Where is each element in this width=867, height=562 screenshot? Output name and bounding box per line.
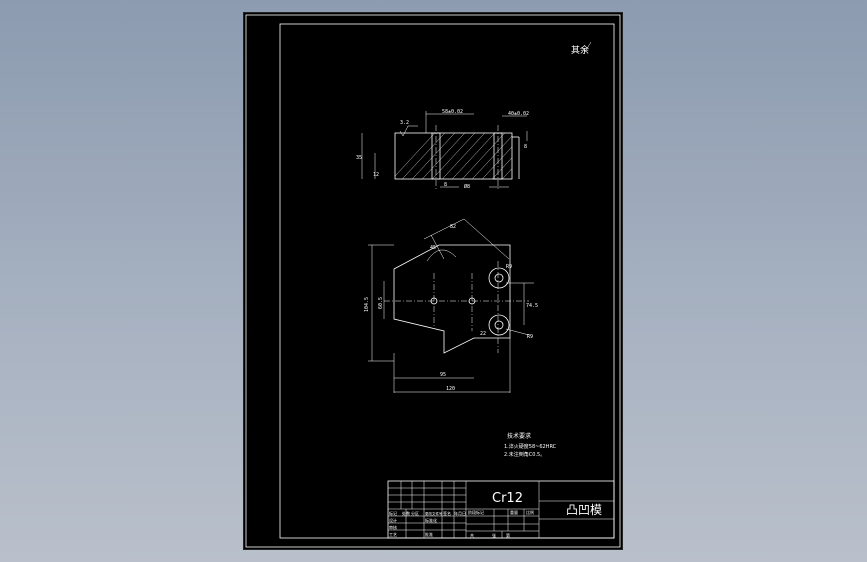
tb-label-date: 年月日: [454, 510, 466, 516]
hole-slot-bottom: [488, 314, 510, 336]
tech-req-title: 技术要求: [507, 432, 531, 440]
tech-req-line-2: 2.未注倒角C0.5。: [504, 451, 545, 458]
dim-len-b: 22: [480, 331, 486, 337]
dim-front-h: 60.5: [378, 297, 384, 309]
sheet-border: [245, 14, 621, 548]
tb-scale: 比例: [526, 509, 534, 515]
dim-r1: R9: [506, 264, 512, 270]
dim-dia: Ø8: [464, 183, 470, 190]
dim-top-h: 35: [356, 155, 362, 161]
tb-review: 审核: [389, 524, 397, 530]
dim-len-a: 82: [450, 224, 456, 230]
front-outline: [393, 244, 511, 354]
tb-design: 设计: [389, 517, 397, 523]
section-outline: [394, 132, 513, 180]
tb-label-zone: 分区: [411, 510, 419, 516]
hole-slot-top: [488, 267, 510, 289]
front-view: 82 45 74.5 R9 R9 22 104.5 60.5: [364, 218, 538, 393]
tb-label-sign: 签名: [443, 510, 451, 516]
tb-standard: 标准化: [425, 517, 437, 523]
dim-top-r: 12: [373, 172, 379, 178]
drawing-frame: [279, 23, 615, 539]
hole-small-1: [430, 297, 438, 305]
tb-weight: 重量: [510, 509, 518, 515]
tb-process: 工艺: [389, 532, 397, 537]
tb-sheet-of: 第: [506, 532, 510, 538]
roughness-symbol: [581, 41, 592, 53]
dim-top-w2: 40±0.02: [508, 111, 529, 117]
title-block: 标记 处数 分区 更改文件号 签名 年月日 设计 标准化 审核 工艺 批准 阶段…: [387, 480, 615, 539]
tb-sheet-n: 张: [492, 532, 496, 538]
dim-front-w-outer: 120: [446, 386, 455, 392]
tb-label-doc: 更改文件号: [425, 511, 443, 516]
part-name-label: 凸凹模: [566, 503, 602, 517]
dim-front-h-total: 104.5: [364, 297, 370, 312]
tb-stage: 阶段标记: [468, 509, 484, 515]
dim-top-w1: 58±0.02: [442, 109, 463, 115]
tech-req-line-1: 1.淬火硬度58~62HRC: [504, 443, 557, 450]
material-label: Cr12: [492, 491, 523, 506]
dim-angle: 45: [430, 245, 436, 251]
dim-front-w-inner: 95: [440, 372, 446, 378]
hole-small-2: [468, 297, 476, 305]
dim-slot-1: 8: [524, 144, 527, 150]
technical-requirements: 技术要求 1.淬火硬度58~62HRC 2.未注倒角C0.5。: [504, 432, 557, 458]
ra-mark: 3.2: [400, 120, 409, 126]
roughness-note: 其余: [571, 44, 589, 56]
section-view: 58±0.02 40±0.02 35 12 8 3.2 8 Ø8: [356, 109, 529, 190]
tb-sheet-total: 共: [470, 532, 474, 538]
tb-approve: 批准: [425, 531, 433, 537]
tb-label-mark: 标记: [389, 510, 397, 516]
dim-front-right: 74.5: [526, 303, 538, 309]
drawing-sheet: 其余: [244, 13, 622, 549]
dim-slot-2: 8: [444, 182, 447, 188]
dim-r2: R9: [527, 334, 533, 340]
drawing-canvas: 其余: [245, 14, 621, 548]
tb-label-count: 处数: [402, 510, 410, 516]
